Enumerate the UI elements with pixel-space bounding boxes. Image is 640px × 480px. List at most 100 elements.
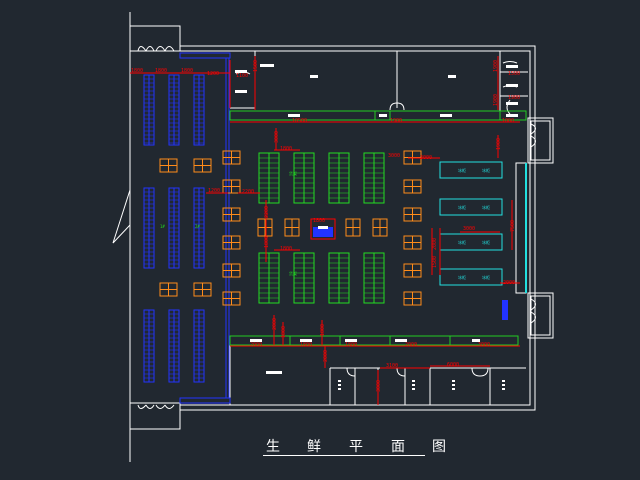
display-table — [222, 235, 241, 250]
green-shelf — [258, 152, 280, 204]
dim-label: 3000 — [463, 226, 475, 232]
title-char: 平 — [349, 439, 363, 455]
freezer-label: 冰柜 — [458, 274, 466, 280]
blue-shelf — [143, 309, 155, 383]
right-display-wall — [502, 162, 527, 320]
green-shelf — [363, 252, 385, 304]
dimension-texts-vertical: 7500 2000 1500 1900 1900 3000 2200 1800 … — [253, 60, 516, 392]
display-table — [403, 291, 422, 306]
shelf-label: 货架 — [289, 270, 297, 276]
green-shelf — [328, 152, 350, 204]
display-table — [222, 150, 241, 165]
dim-label: 3000 — [376, 380, 382, 392]
freezer-label: 冰柜 — [482, 167, 490, 173]
green-shelf — [328, 252, 350, 304]
left-shelving — [143, 74, 205, 383]
dim-label: 1800 — [155, 68, 167, 74]
dim-label: 1800 — [345, 342, 357, 348]
bottom-counter-fixtures — [250, 339, 480, 342]
freezer: 冰柜 冰柜 — [439, 198, 503, 216]
title-char: 鲜 — [307, 439, 321, 455]
dim-label: 7500 — [510, 220, 516, 232]
shelf-label: 货架 — [289, 170, 297, 176]
dim-label: 1800 — [320, 324, 326, 336]
dim-label: 1500 — [432, 256, 438, 268]
dim-label: 2000 — [250, 342, 262, 348]
title-char: 面 — [391, 439, 405, 455]
dim-label: 3000 — [388, 153, 400, 159]
dim-label: 1000 — [502, 118, 514, 124]
freezer: 冰柜冰柜 — [439, 268, 503, 286]
display-table — [222, 207, 241, 222]
dim-label: 3000 — [274, 131, 280, 143]
title-underline — [263, 455, 425, 456]
dim-label: 1800 — [280, 146, 292, 152]
shelf-number: 2# — [195, 224, 200, 229]
blue-shelf — [168, 74, 180, 146]
green-shelf — [363, 152, 385, 204]
display-table — [193, 282, 212, 297]
dim-label: 1200 — [208, 188, 220, 194]
dim-label: 1800 — [181, 68, 193, 74]
blue-shelf — [143, 74, 155, 146]
shelf-number-labels: 1# 2# — [160, 224, 200, 229]
display-table — [372, 218, 388, 237]
dim-label: 1900 — [493, 60, 499, 72]
display-table — [284, 218, 300, 237]
blue-shelf — [168, 187, 180, 269]
display-table — [222, 179, 241, 194]
dim-label: 6000 — [447, 362, 459, 368]
display-table — [222, 263, 241, 278]
shelf-number: 1# — [160, 224, 165, 229]
dim-label: 2200 — [264, 206, 270, 218]
dim-label: 1800 — [131, 68, 143, 74]
dim-label: 1800 — [313, 218, 325, 224]
bottom-counter — [229, 335, 519, 346]
wall-shelf-top — [179, 52, 231, 404]
dim-label: 2000 — [272, 318, 278, 330]
top-counter — [229, 110, 527, 121]
freezer: 冰柜 冰柜 — [439, 161, 503, 179]
dim-label: 10500 — [292, 118, 307, 124]
dim-label: 1900 — [493, 94, 499, 106]
display-table — [222, 291, 241, 306]
freezer-label: 冰柜 — [458, 167, 466, 173]
display-table — [159, 282, 178, 297]
display-table — [403, 179, 422, 194]
display-table — [345, 218, 361, 237]
dim-label: 1900 — [390, 118, 402, 124]
dim-label: 2000 — [503, 280, 515, 286]
display-table — [193, 158, 212, 173]
dim-label: 1100 — [236, 73, 248, 79]
title-char: 生 — [266, 439, 280, 455]
display-table — [257, 218, 273, 237]
dim-label: 3000 — [420, 155, 432, 161]
green-shelf — [293, 152, 315, 204]
dim-label: 1800 — [300, 342, 312, 348]
dim-label: 3100 — [386, 363, 398, 369]
dim-label: 1800 — [280, 246, 292, 252]
freezer: 冰柜 冰柜 — [439, 233, 503, 251]
freezer-label: 冰柜 — [458, 239, 466, 245]
display-table — [403, 235, 422, 250]
blue-shelf — [143, 187, 155, 269]
dim-label: 1500 — [508, 71, 520, 77]
green-shelf — [293, 252, 315, 304]
title-char: 图 — [432, 439, 446, 455]
top-rooms — [230, 51, 528, 120]
freezer-label: 冰柜 — [458, 204, 466, 210]
freezer-label: 冰柜 — [482, 239, 490, 245]
blue-shelf — [193, 187, 205, 269]
center-island — [310, 218, 336, 240]
display-table — [159, 158, 178, 173]
freezer-label: 冰柜 — [482, 204, 490, 210]
drawing-title: 生 鲜 平 面 图 — [262, 436, 452, 458]
dim-label: 1200 — [207, 71, 219, 77]
dimension-lines — [130, 56, 520, 405]
dim-label: 2000 — [323, 350, 329, 362]
dim-label: 2000 — [405, 342, 417, 348]
dim-label: 1900 — [496, 138, 502, 150]
